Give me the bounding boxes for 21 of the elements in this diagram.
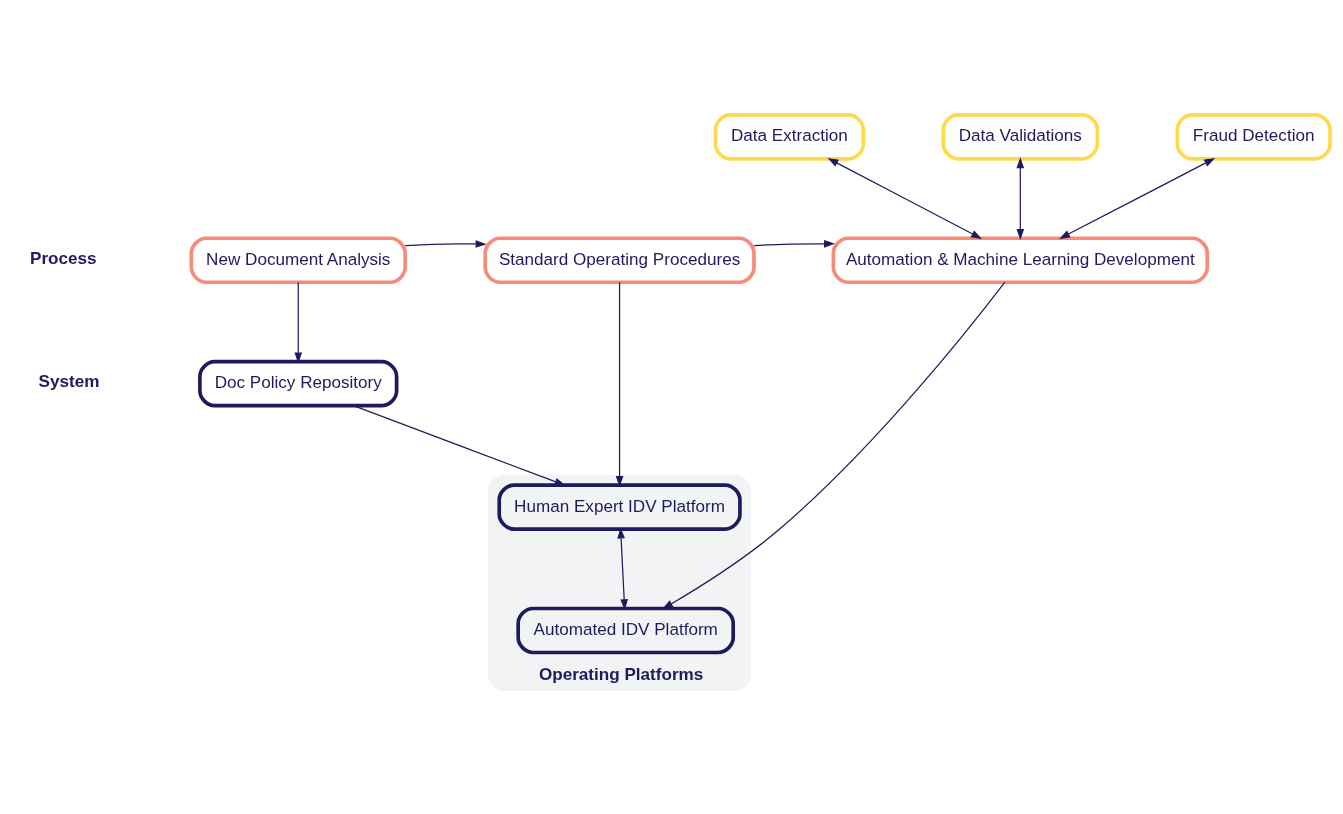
node-box: Data Validations	[941, 112, 1100, 161]
arrow	[617, 527, 628, 610]
arrow	[294, 281, 303, 363]
arrow	[404, 239, 487, 248]
arrow	[1016, 156, 1025, 240]
node-box: Automation & Machine Learning Development	[831, 235, 1210, 284]
label: System	[38, 371, 100, 391]
arrow	[753, 239, 836, 248]
node-box: Data Extraction	[713, 112, 866, 161]
node-box: Fraud Detection	[1175, 112, 1332, 161]
arrow	[662, 281, 1006, 609]
node-box: Human Expert IDV Platform	[497, 482, 742, 531]
arrow	[615, 281, 624, 487]
arrow	[1059, 157, 1216, 239]
arrow	[352, 404, 566, 486]
node-box: Automated IDV Platform	[516, 606, 736, 654]
arrow	[827, 157, 982, 239]
node-box: New Document Analysis	[189, 235, 407, 284]
node-box: Standard Operating Procedures	[483, 235, 756, 284]
label: Process	[30, 248, 97, 268]
node-box: Doc Policy Repository	[198, 359, 399, 407]
